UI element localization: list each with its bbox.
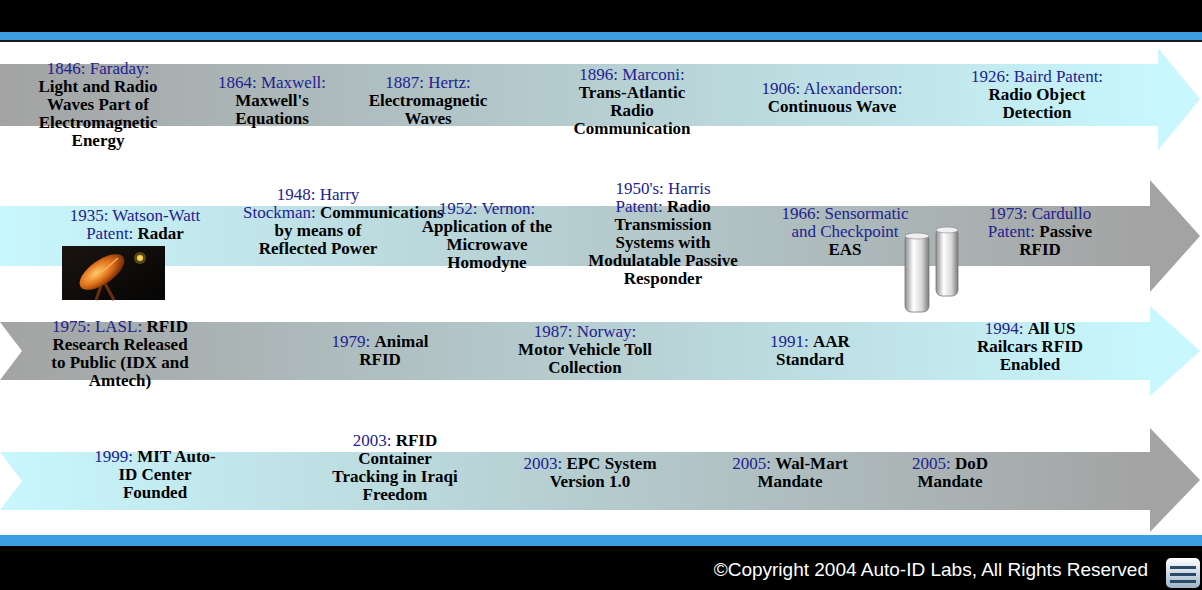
timeline-event: 1896: Marconi:Trans-Atlantic Radio Commu… (557, 66, 707, 138)
event-description: EPC System Version 1.0 (550, 454, 657, 491)
timeline-event: 1935: Watson-Watt Patent:Radar (50, 207, 220, 243)
timeline-event: 1987: Norway:Motor Vehicle Toll Collecti… (510, 323, 660, 377)
event-date: 1887: Hertz: (363, 74, 493, 92)
eas-pillars (905, 227, 958, 312)
timeline-band: 1846: Faraday:Light and Radio Waves Part… (0, 46, 1202, 154)
copyright-notice: ©Copyright 2004 Auto-ID Labs, All Rights… (714, 559, 1148, 581)
timeline-event: 1999:MIT Auto-ID Center Founded (90, 448, 220, 502)
event-description: Radio Transmission Systems with Modulata… (588, 197, 738, 288)
radar-photo (62, 246, 165, 300)
event-description: Wal-Mart Mandate (757, 454, 847, 491)
event-date: 1975: LASL: (52, 317, 142, 336)
event-date: 2003: (353, 431, 392, 450)
event-description: RFID Container Tracking in Iraqi Freedom (332, 431, 457, 504)
event-date: 1896: Marconi: (557, 66, 707, 84)
event-date: 1991: (770, 332, 809, 351)
timeline-event: 1966: Sensormatic and CheckpointEAS (773, 205, 918, 259)
timeline-event: 2005:Wal-Mart Mandate (720, 455, 860, 491)
timeline-event: 1979:Animal RFID (320, 333, 440, 369)
event-date: 2005: (912, 454, 951, 473)
event-description: EAS (828, 240, 861, 259)
timeline-event: 1926: Baird Patent:Radio Object Detectio… (962, 68, 1112, 122)
event-date: 1846: Faraday: (23, 60, 173, 78)
arrow-head (1158, 48, 1200, 150)
timeline-event: 2003:RFID Container Tracking in Iraqi Fr… (328, 432, 463, 504)
arrow-shaft (0, 206, 1150, 266)
event-description: MIT Auto-ID Center Founded (118, 447, 215, 502)
timeline-event: 2005:DoD Mandate (900, 455, 1000, 491)
arrow-head (1150, 306, 1200, 396)
event-date: 1952: Vernon: (407, 200, 567, 218)
timeline-event: 1948: Harry Stockman:Communications by m… (243, 186, 393, 258)
arrow-head (1150, 428, 1200, 532)
timeline-event: 1864: Maxwell:Maxwell's Equations (207, 74, 337, 128)
timeline-event: 1952: Vernon:Application of the Microwav… (407, 200, 567, 272)
timeline-event: 1887: Hertz:Electromagnetic Waves (363, 74, 493, 128)
event-date: 1906: Alexanderson: (737, 80, 927, 98)
timeline-event: 1950's: Harris Patent:Radio Transmission… (588, 180, 738, 288)
event-date: 1987: Norway: (510, 323, 660, 341)
timeline-event: 1973: Cardullo Patent:Passive RFID (970, 205, 1110, 259)
event-date: 1979: (332, 332, 371, 351)
event-date: 1999: (94, 447, 133, 466)
event-date: 1864: Maxwell: (207, 74, 337, 92)
event-description: Application of the Microwave Homodyne (422, 217, 552, 272)
event-description: Continuous Wave (768, 97, 897, 116)
timeline-event: 1991:AAR Standard (755, 333, 865, 369)
event-date: 2003: (523, 454, 562, 473)
timeline-band: 1935: Watson-Watt Patent:Radar 1948: Harr… (0, 178, 1202, 304)
arrow-head (1150, 180, 1200, 292)
event-description: Maxwell's Equations (235, 91, 309, 128)
top-bar (0, 0, 1202, 32)
event-description: Radar (138, 224, 184, 243)
timeline-event: 1906: Alexanderson:Continuous Wave (737, 80, 927, 116)
timeline-band: 1999:MIT Auto-ID Center Founded2003:RFID… (0, 426, 1202, 534)
event-description: Trans-Atlantic Radio Communication (573, 83, 690, 138)
event-description: Motor Vehicle Toll Collection (518, 340, 652, 377)
timeline-event: 2003:EPC System Version 1.0 (515, 455, 665, 491)
timeline-event: 1975: LASL:RFID Research Released to Pub… (45, 318, 195, 390)
top-stripe (0, 32, 1202, 40)
event-description: Light and Radio Waves Part of Electromag… (38, 77, 157, 150)
event-date: 2005: (732, 454, 771, 473)
event-description: Electromagnetic Waves (369, 91, 488, 128)
timeline-event: 1994:All US Railcars RFID Enabled (973, 320, 1088, 374)
event-date: 1926: Baird Patent: (962, 68, 1112, 86)
event-date: 1994: (985, 319, 1024, 338)
timeline-event: 1846: Faraday:Light and Radio Waves Part… (23, 60, 173, 150)
event-date: 1966: Sensormatic and Checkpoint (773, 205, 918, 241)
timeline-band: 1975: LASL:RFID Research Released to Pub… (0, 306, 1202, 398)
bottom-stripe (0, 535, 1202, 546)
auto-id-logo (1166, 558, 1200, 588)
event-description: Radio Object Detection (989, 85, 1086, 122)
top-rule (0, 40, 1202, 42)
